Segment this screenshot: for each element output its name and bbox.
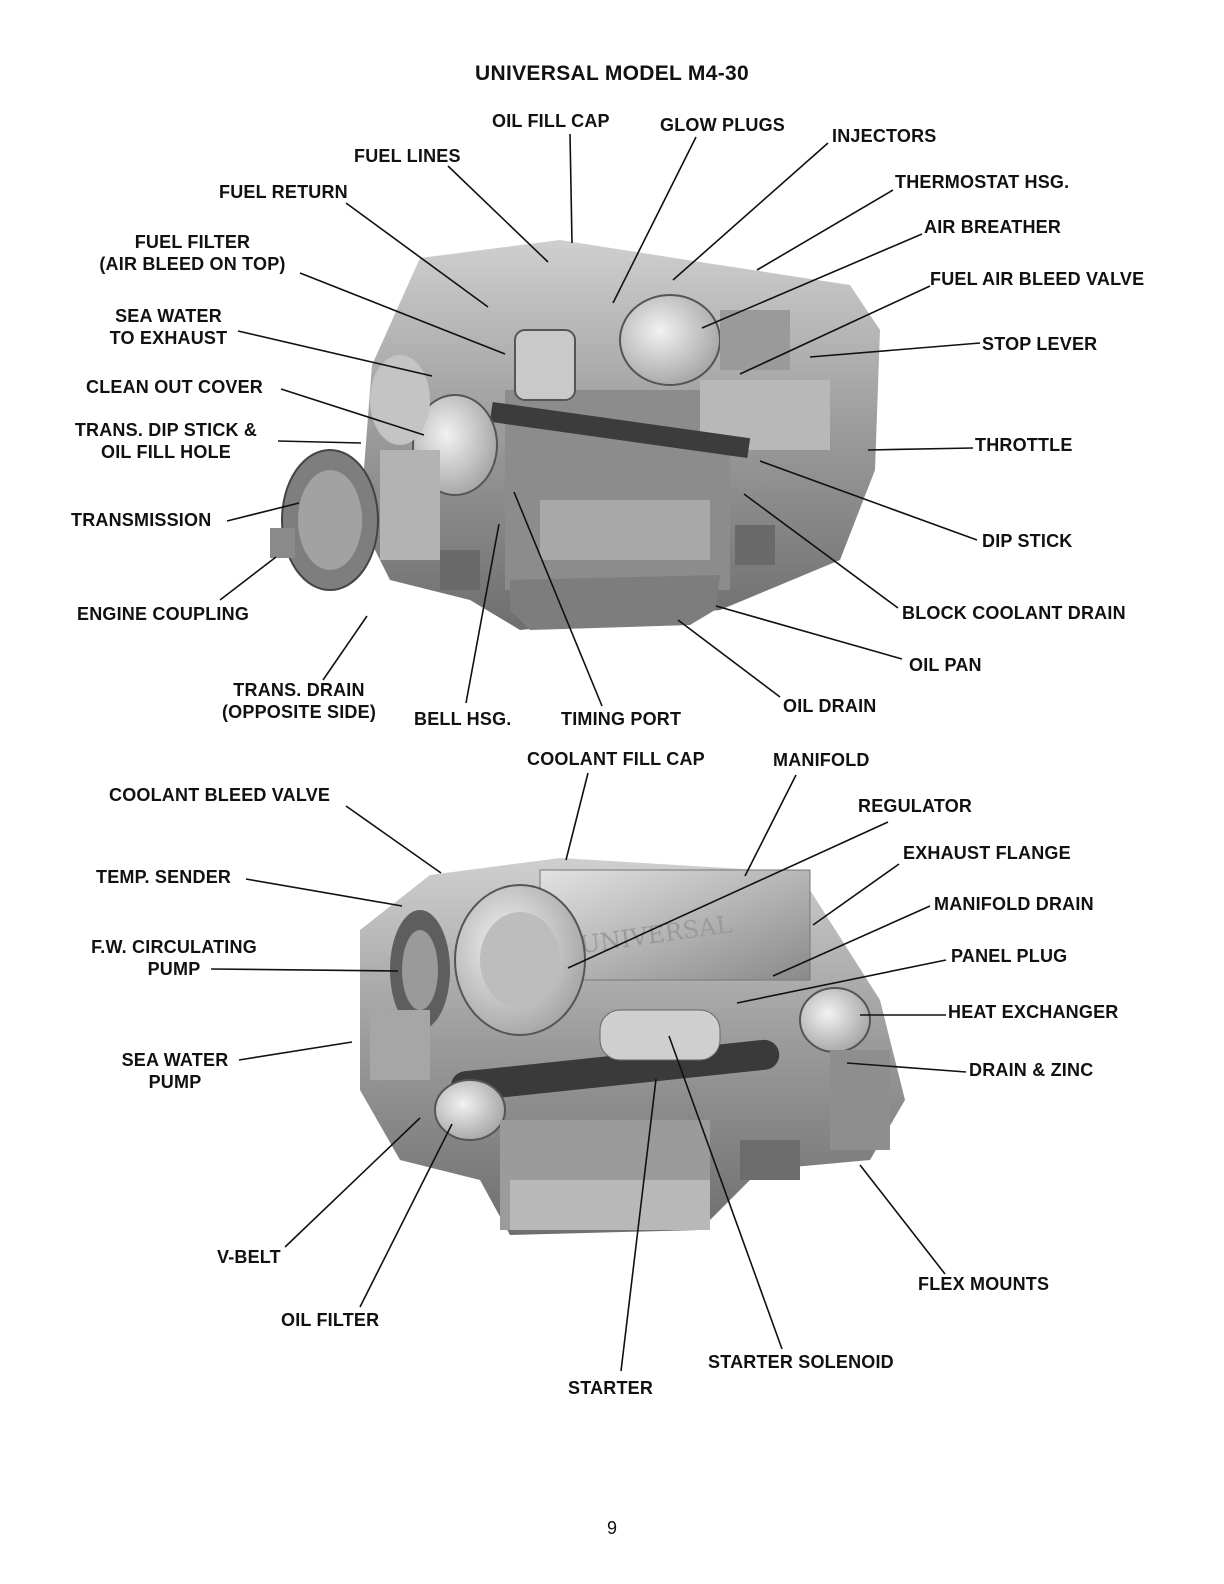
label-sea-water-pump: SEA WATER PUMP (105, 1049, 245, 1093)
label-starter-solenoid: STARTER SOLENOID (708, 1352, 894, 1372)
label-trans-drain-line2: (OPPOSITE SIDE) (221, 702, 377, 722)
label-timing-port: TIMING PORT (561, 709, 682, 729)
label-sea-water-pump-line2: PUMP (148, 1072, 202, 1092)
label-thermostat-hsg: THERMOSTAT HSG. (895, 172, 1070, 192)
label-trans-dip-stick-line2: OIL FILL HOLE (101, 442, 231, 462)
page-number: 9 (606, 1518, 617, 1538)
label-trans-drain: TRANS. DRAIN (OPPOSITE SIDE) (208, 679, 390, 723)
label-drain-zinc: DRAIN & ZINC (969, 1060, 1094, 1080)
label-exhaust-flange: EXHAUST FLANGE (903, 843, 1071, 863)
top-leader-lines (219, 133, 981, 707)
label-fuel-air-bleed-valve: FUEL AIR BLEED VALVE (930, 269, 1145, 289)
label-clean-out-cover: CLEAN OUT COVER (86, 377, 264, 397)
label-temp-sender: TEMP. SENDER (96, 867, 232, 887)
label-transmission: TRANSMISSION (71, 510, 212, 530)
label-fw-circulating-pump-line1: F.W. CIRCULATING (91, 937, 257, 957)
label-manifold-drain: MANIFOLD DRAIN (934, 894, 1094, 914)
label-fw-circulating-pump: F.W. CIRCULATING PUMP (78, 936, 270, 980)
label-throttle: THROTTLE (975, 435, 1073, 455)
label-fuel-return: FUEL RETURN (219, 182, 348, 202)
label-coolant-fill-cap: COOLANT FILL CAP (527, 749, 705, 769)
label-fuel-filter-line2: (AIR BLEED ON TOP) (99, 254, 286, 274)
label-stop-lever: STOP LEVER (982, 334, 1098, 354)
label-panel-plug: PANEL PLUG (951, 946, 1068, 966)
label-oil-fill-cap: OIL FILL CAP (492, 111, 610, 131)
label-dip-stick: DIP STICK (982, 531, 1073, 551)
label-injectors: INJECTORS (832, 126, 937, 146)
label-flex-mounts: FLEX MOUNTS (918, 1274, 1050, 1294)
label-glow-plugs: GLOW PLUGS (660, 115, 785, 135)
label-starter: STARTER (568, 1378, 654, 1398)
label-sea-water-pump-line1: SEA WATER (121, 1050, 229, 1070)
label-trans-dip-stick-line1: TRANS. DIP STICK & (74, 420, 258, 440)
bottom-leader-lines (210, 772, 967, 1372)
label-trans-drain-line1: TRANS. DRAIN (233, 680, 365, 700)
label-manifold: MANIFOLD (773, 750, 870, 770)
label-sea-water-to-exhaust-line1: SEA WATER (115, 306, 222, 326)
label-trans-dip-stick: TRANS. DIP STICK & OIL FILL HOLE (60, 419, 272, 463)
label-fuel-lines: FUEL LINES (354, 146, 461, 166)
top-engine-photo (270, 240, 880, 630)
label-heat-exchanger: HEAT EXCHANGER (948, 1002, 1119, 1022)
label-fw-circulating-pump-line2: PUMP (147, 959, 201, 979)
label-sea-water-to-exhaust-line2: TO EXHAUST (109, 328, 228, 348)
label-regulator: REGULATOR (858, 796, 973, 816)
label-oil-pan: OIL PAN (909, 655, 982, 675)
label-fuel-filter: FUEL FILTER (AIR BLEED ON TOP) (80, 231, 305, 275)
label-oil-filter: OIL FILTER (281, 1310, 380, 1330)
label-fuel-filter-line1: FUEL FILTER (134, 232, 251, 252)
label-air-breather: AIR BREATHER (924, 217, 1062, 237)
label-v-belt: V-BELT (217, 1247, 281, 1267)
label-sea-water-to-exhaust: SEA WATER TO EXHAUST (96, 305, 241, 349)
label-oil-drain: OIL DRAIN (783, 696, 877, 716)
label-block-coolant-drain: BLOCK COOLANT DRAIN (902, 603, 1126, 623)
label-bell-hsg: BELL HSG. (414, 709, 512, 729)
label-coolant-bleed-valve: COOLANT BLEED VALVE (109, 785, 331, 805)
page-title: UNIVERSAL MODEL M4-30 (475, 62, 749, 85)
bottom-engine-photo: UNIVERSAL (360, 858, 905, 1235)
label-engine-coupling: ENGINE COUPLING (77, 604, 250, 624)
